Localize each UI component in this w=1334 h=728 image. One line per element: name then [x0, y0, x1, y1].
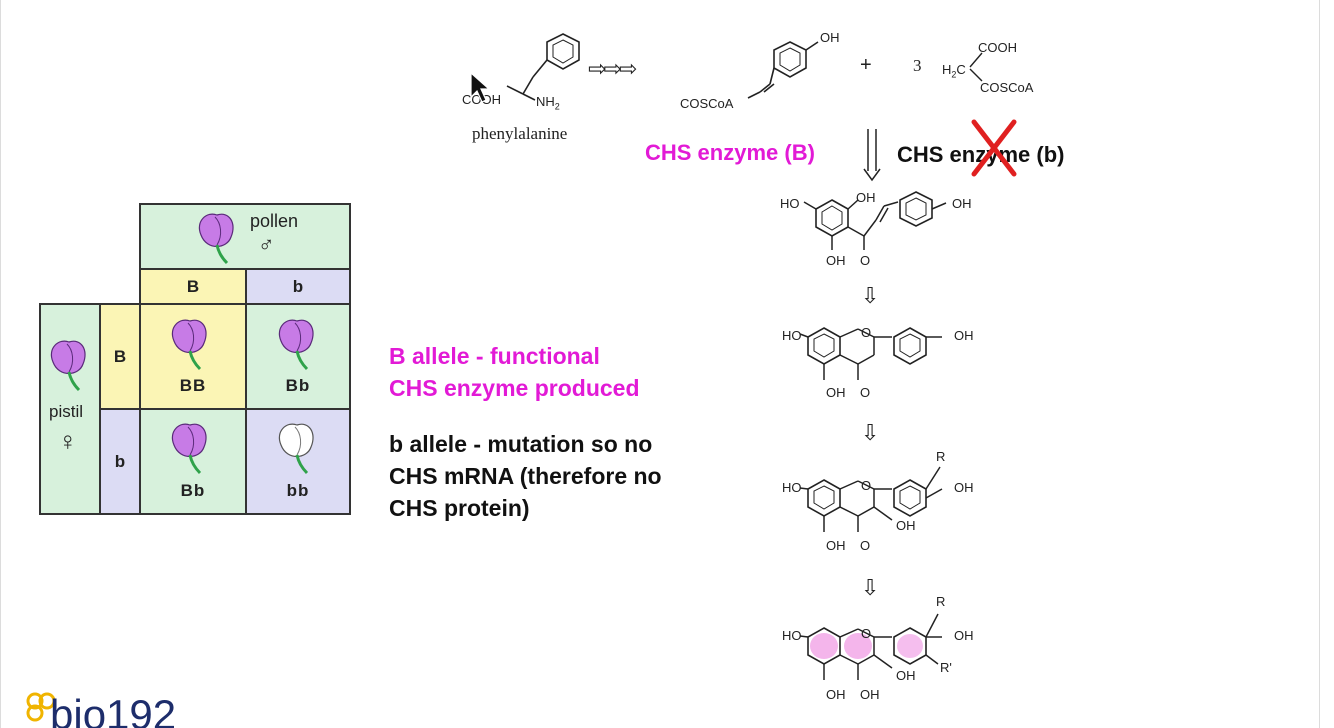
chalcone-structure	[803, 191, 947, 250]
purple-flower-icon	[171, 319, 207, 371]
red-cross-icon	[971, 119, 1017, 177]
multi-step-arrows: ⇨⇨⇨	[588, 56, 637, 81]
b-allele-note-line2: CHS mRNA (therefore no	[389, 463, 662, 489]
anthocyanidin-r-prime-label: R'	[940, 660, 952, 675]
down-arrow-3: ⇩	[861, 575, 880, 600]
flavanone-o-label: O	[860, 385, 871, 400]
anthocyanidin-oh-bottom-left-label: OH	[826, 687, 846, 702]
malonyl-h2c-label: H2C	[942, 62, 966, 80]
anthocyanidin-r-label: R	[936, 594, 946, 609]
dihydroflavonol-oh-right-label: OH	[954, 480, 974, 495]
pollen-header-cell	[139, 203, 351, 270]
dihydroflavonol-oh-bottom-label: OH	[826, 538, 846, 553]
dihydroflavonol-o-label: O	[860, 538, 871, 553]
row-allele-B-cell: B	[99, 303, 141, 410]
flavanone-oh-right-label: OH	[954, 328, 974, 343]
chalcone-ho-label: HO	[780, 196, 800, 211]
pistil-label: pistil	[49, 402, 84, 421]
coumaroyl-coa-structure	[747, 41, 819, 99]
purple-flower-icon	[198, 213, 234, 265]
anthocyanidin-structure	[799, 613, 942, 680]
flavanone-structure	[799, 327, 942, 380]
coumaroyl-coscoa-label: COSCoA	[680, 96, 734, 111]
down-arrow-1: ⇩	[861, 283, 880, 308]
col-allele-b-cell: b	[245, 268, 351, 305]
chalcone-o-label: O	[860, 253, 871, 268]
dihydroflavonol-structure	[799, 466, 943, 532]
B-allele-note-line1: B allele - functional	[389, 343, 600, 369]
pollen-label: pollen	[250, 211, 299, 231]
male-symbol: ♂	[258, 232, 275, 257]
b-allele-note-line3: CHS protein)	[389, 495, 530, 521]
plus-sign: +	[860, 54, 872, 76]
anthocyanidin-ring-o-label: O	[861, 626, 872, 641]
B-allele-note-line2: CHS enzyme produced	[389, 375, 640, 401]
b-allele-note-line1: b allele - mutation so no	[389, 431, 653, 457]
malonyl-coscoa-label: COSCoA	[980, 80, 1034, 95]
enzyme-B-label: CHS enzyme (B)	[645, 140, 815, 165]
flavanone-ho-label: HO	[782, 328, 802, 343]
anthocyanidin-oh-right-label: OH	[954, 628, 974, 643]
malonyl-count: 3	[913, 56, 922, 75]
chalcone-oh-top-label: OH	[856, 190, 876, 205]
flavanone-oh-bottom-label: OH	[826, 385, 846, 400]
flavanone-ring-o-label: O	[861, 325, 872, 340]
col-allele-B-cell: B	[139, 268, 247, 305]
chalcone-oh-right-label: OH	[952, 196, 972, 211]
enzyme-step-arrow	[863, 129, 881, 182]
anthocyanidin-ho-label: HO	[782, 628, 802, 643]
dihydroflavonol-r-label: R	[936, 449, 946, 464]
purple-flower-icon	[278, 319, 314, 371]
cursor-icon	[470, 72, 491, 103]
logo-text: bio192	[50, 691, 177, 728]
b-allele-note: b allele - mutation so no CHS mRNA (ther…	[389, 428, 662, 524]
dihydroflavonol-ho-label: HO	[782, 480, 802, 495]
malonyl-bonds	[969, 52, 983, 82]
chalcone-oh-bottom-label: OH	[826, 253, 846, 268]
dihydroflavonol-ring-o-label: O	[861, 478, 872, 493]
female-symbol: ♀	[58, 426, 78, 456]
phenylalanine-label: phenylalanine	[472, 124, 568, 143]
purple-flower-icon	[50, 340, 86, 392]
B-allele-note: B allele - functional CHS enzyme produce…	[389, 340, 640, 404]
dihydroflavonol-oh-3-label: OH	[896, 518, 916, 533]
row-allele-b-cell: b	[99, 408, 141, 515]
purple-flower-icon	[171, 423, 207, 475]
anthocyanidin-oh-3-label: OH	[896, 668, 916, 683]
coumaroyl-oh-label: OH	[820, 30, 840, 45]
white-flower-icon	[278, 423, 314, 475]
malonyl-cooh-label: COOH	[978, 40, 1017, 55]
anthocyanidin-oh-bottom-right-label: OH	[860, 687, 880, 702]
phenylalanine-structure	[506, 33, 580, 101]
nh2-label: NH2	[536, 94, 560, 112]
down-arrow-2: ⇩	[861, 420, 880, 445]
logo-mark-icon	[26, 692, 56, 722]
bio192-logo: bio192	[26, 690, 256, 728]
